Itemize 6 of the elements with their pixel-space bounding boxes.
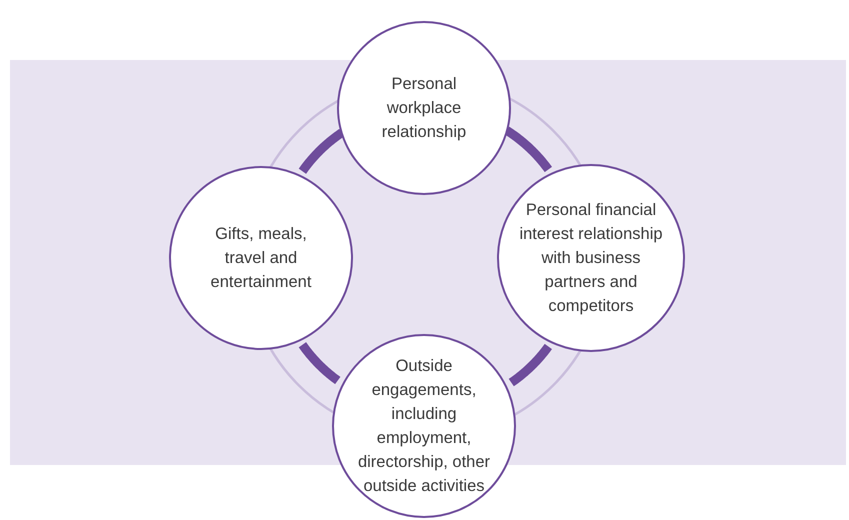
circle-label: Personal financial interest relationship with business partners and competitors — [518, 200, 664, 317]
connector-arc — [298, 341, 342, 384]
circle-label: Personal workplace relationship — [380, 74, 468, 143]
connector-arc — [508, 343, 552, 386]
circle-label: Gifts, meals, travel and entertainment — [210, 224, 312, 293]
circle-label: Outside engagements, including employment, directorship, other outside activities — [356, 356, 492, 497]
